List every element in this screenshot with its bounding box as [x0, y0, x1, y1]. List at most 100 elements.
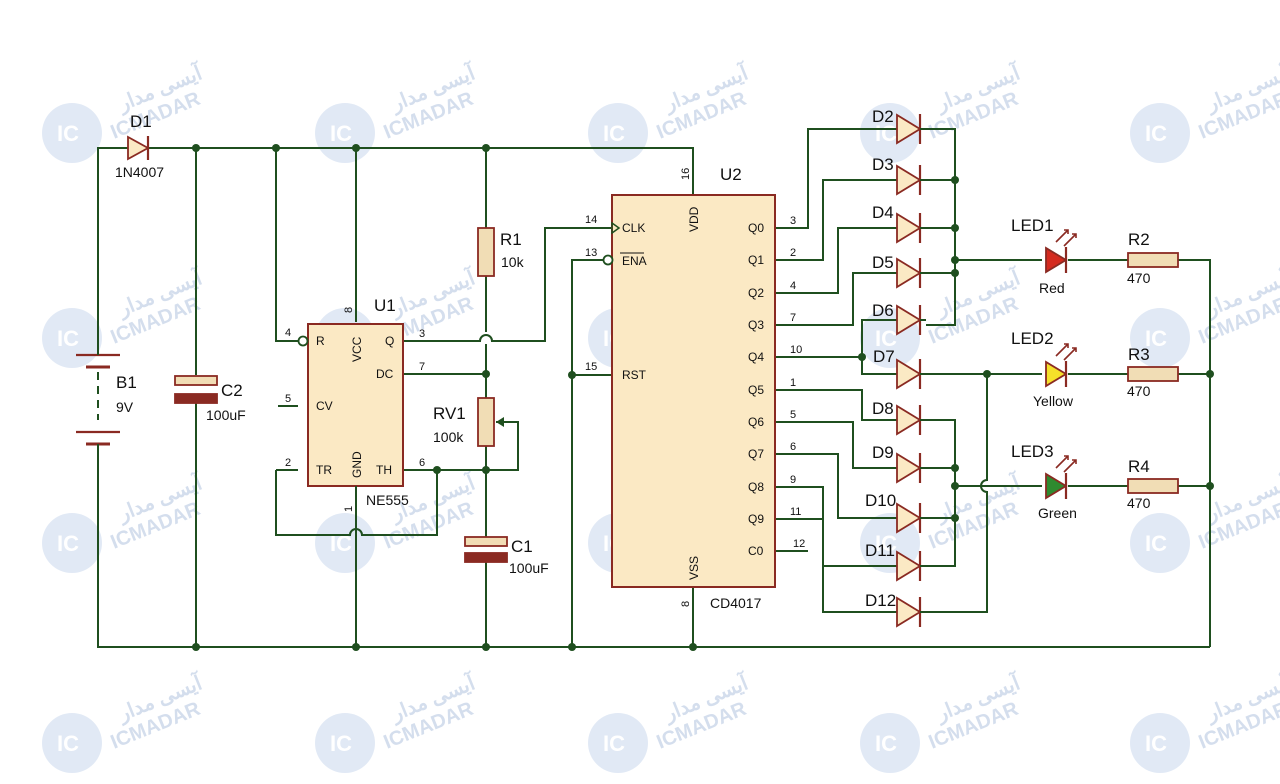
u2-pin-q9-number: 11 [790, 506, 801, 518]
u2-pin-q3-label: Q3 [748, 318, 764, 332]
watermark-logo-text: IC [330, 531, 352, 556]
watermark-logo-text: IC [330, 121, 352, 146]
watermark-logo-text: IC [1145, 121, 1167, 146]
u2-ref: U2 [720, 165, 742, 184]
diode-d11-ref: D11 [865, 541, 895, 560]
diode-d9-ref: D9 [872, 443, 894, 462]
battery-b1: B1 9V [76, 307, 137, 450]
d1-value: 1N4007 [115, 164, 164, 180]
led-led2: LED2 Yellow [1011, 329, 1077, 409]
watermark-logo-text: IC [1145, 731, 1167, 756]
u2-pin-rst-label: RST [622, 368, 647, 382]
rv1-ref: RV1 [433, 404, 466, 423]
u2-pin-q0-number: 3 [790, 215, 796, 227]
u1-ref: U1 [374, 296, 396, 315]
c1-value: 100uF [509, 560, 549, 576]
u1-pin-cv-number: 5 [285, 393, 291, 405]
watermark-logo-text: IC [1145, 531, 1167, 556]
c2-ref: C2 [221, 381, 243, 400]
diode-d10: D10 [865, 491, 926, 534]
capacitor-c1: C1 100uF [464, 536, 549, 576]
led3-color-label: Green [1038, 505, 1077, 521]
u2-pin-q4-label: Q4 [748, 350, 764, 364]
led3-body [1045, 472, 1068, 500]
led-led3: LED3 Green [1011, 442, 1077, 521]
watermark-logo-text: IC [603, 121, 625, 146]
resistor-r4: R4 470 [1127, 457, 1179, 511]
u2-pin-q6-label: Q6 [748, 415, 764, 429]
r3-value: 470 [1127, 383, 1151, 399]
u2-pin-q7-number: 6 [790, 441, 796, 453]
u1-pin-cv-label: CV [316, 399, 333, 413]
diode-d8-ref: D8 [872, 399, 894, 418]
u2-pin-q2-number: 4 [790, 280, 796, 292]
u1-pin-tr-number: 2 [285, 457, 291, 469]
u1-pin-tr-label: TR [316, 463, 332, 477]
watermark-logo-text: IC [57, 326, 79, 351]
c2-value: 100uF [206, 407, 246, 423]
u1-pin-vcc-number: 8 [343, 307, 355, 313]
u1-pin-q-label: Q [385, 334, 394, 348]
ic-u1-ne555: U1 NE555 R CV TR Q DC TH VCC GND 4 5 2 3… [285, 296, 425, 512]
u2-pin-q7-label: Q7 [748, 447, 764, 461]
diode-d5-ref: D5 [872, 253, 894, 272]
led2-body [1045, 360, 1068, 388]
u2-pin-q3-number: 7 [790, 312, 796, 324]
diode-d7: D7 [873, 347, 926, 390]
led1-color-label: Red [1039, 280, 1065, 296]
u1-pin-r-number: 4 [285, 327, 291, 339]
diode-d6-ref: D6 [872, 301, 894, 320]
u2-pin-c0-label: C0 [748, 544, 764, 558]
watermark-logo-text: IC [1145, 326, 1167, 351]
ic-u2-cd4017: U2 CD4017 CLK ENA RST VDD VSS Q0 Q1 Q2 Q… [585, 165, 805, 611]
watermark-logo-text: IC [330, 731, 352, 756]
watermark-logo-text: IC [875, 326, 897, 351]
diode-d4-ref: D4 [872, 203, 894, 222]
u2-pin-ena-label: ENA [622, 254, 647, 268]
watermark-logo-text: IC [875, 731, 897, 756]
b1-value: 9V [116, 399, 134, 415]
watermark-logo-text: IC [875, 121, 897, 146]
r1-ref: R1 [500, 230, 522, 249]
u2-pin-vss-label: VSS [687, 556, 701, 580]
led1-ref: LED1 [1011, 216, 1054, 235]
u2-part: CD4017 [710, 595, 762, 611]
u1-part: NE555 [366, 492, 409, 508]
u1-pin-th-label: TH [376, 463, 392, 477]
u2-pin-c0-number: 12 [793, 538, 805, 550]
r3-ref: R3 [1128, 345, 1150, 364]
u2-pin-q5-number: 1 [790, 377, 796, 389]
u2-pin-vdd-label: VDD [687, 206, 701, 232]
diode-d8: D8 [872, 399, 926, 436]
u2-pin-q1-number: 2 [790, 247, 796, 259]
u2-pin-clk-label: CLK [622, 221, 645, 235]
u2-pin-rst-number: 15 [585, 361, 597, 373]
capacitor-c2: C2 100uF [174, 375, 246, 423]
u1-pin-vcc-label: VCC [350, 336, 364, 362]
led-led1: LED1 Red [1011, 216, 1077, 296]
diode-d11: D11 [865, 541, 926, 582]
u1-pin-q-number: 3 [419, 328, 425, 340]
watermark-logo-text: IC [875, 531, 897, 556]
diode-d7-ref: D7 [873, 347, 895, 366]
diode-d3-ref: D3 [872, 155, 894, 174]
u2-pin-ena-number: 13 [585, 247, 597, 259]
led1-body [1045, 246, 1068, 274]
diode-d2: D2 [872, 107, 926, 145]
u2-pin-q4-number: 10 [790, 344, 802, 356]
resistor-r2: R2 470 [1127, 230, 1179, 286]
led2-color-label: Yellow [1033, 393, 1074, 409]
resistor-r3: R3 470 [1127, 345, 1179, 399]
u2-pin-clk-number: 14 [585, 214, 597, 226]
